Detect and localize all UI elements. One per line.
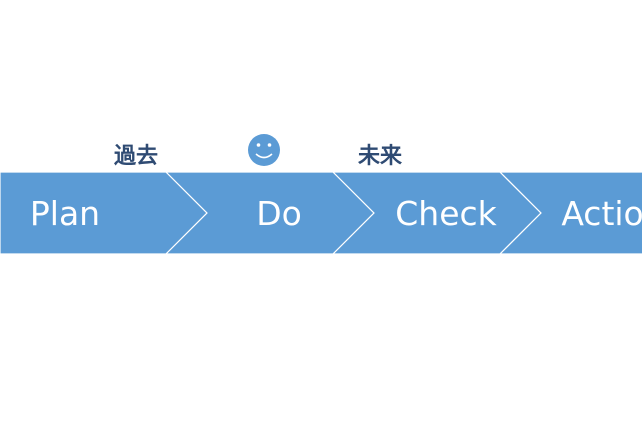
chevron-label-plan: Plan — [30, 194, 100, 233]
smiley-face-icon — [248, 134, 280, 166]
annotation-future: 未来 — [358, 144, 403, 169]
chevron-label-check: Check — [395, 194, 497, 233]
chevron-step-action — [498, 171, 642, 255]
chevron-label-action: Action — [561, 194, 642, 233]
annotation-past: 過去 — [114, 144, 159, 169]
chevron-label-do: Do — [256, 194, 302, 233]
